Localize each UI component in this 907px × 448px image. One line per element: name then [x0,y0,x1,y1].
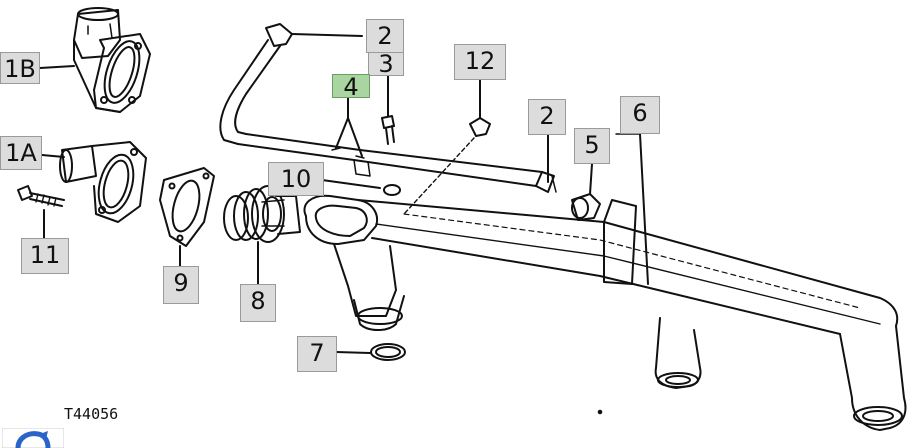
part-4-leader [331,97,365,159]
callout-11: 11 [21,238,69,274]
callout-5: 5 [574,128,610,164]
publisher-logo-icon [2,428,64,448]
part-9-gasket [159,167,215,267]
callout-2-right: 2 [528,99,566,135]
part-3-stud [381,75,395,145]
callout-6: 6 [620,96,660,134]
part-1b-housing [39,7,151,113]
callout-12: 12 [454,44,506,80]
part-10-fitting [321,179,401,196]
callout-4: 4 [332,74,370,99]
callout-7: 7 [297,336,337,372]
callout-1b: 1B [0,52,40,84]
part-1a-outlet [41,141,147,223]
part-12-plug [403,79,491,215]
part-11-bolt [17,185,65,239]
callout-1a: 1A [0,136,42,170]
part-7-o-ring [335,343,406,361]
callout-2-top: 2 [366,19,404,53]
part-5-hose [571,163,601,221]
figure-id: T44056 [64,405,119,423]
callout-9: 9 [163,266,199,304]
callout-8: 8 [240,284,276,322]
callout-3: 3 [368,52,404,76]
part-8-thermostat [223,185,301,285]
callout-10: 10 [268,162,324,196]
part-6-manifold [303,133,907,431]
